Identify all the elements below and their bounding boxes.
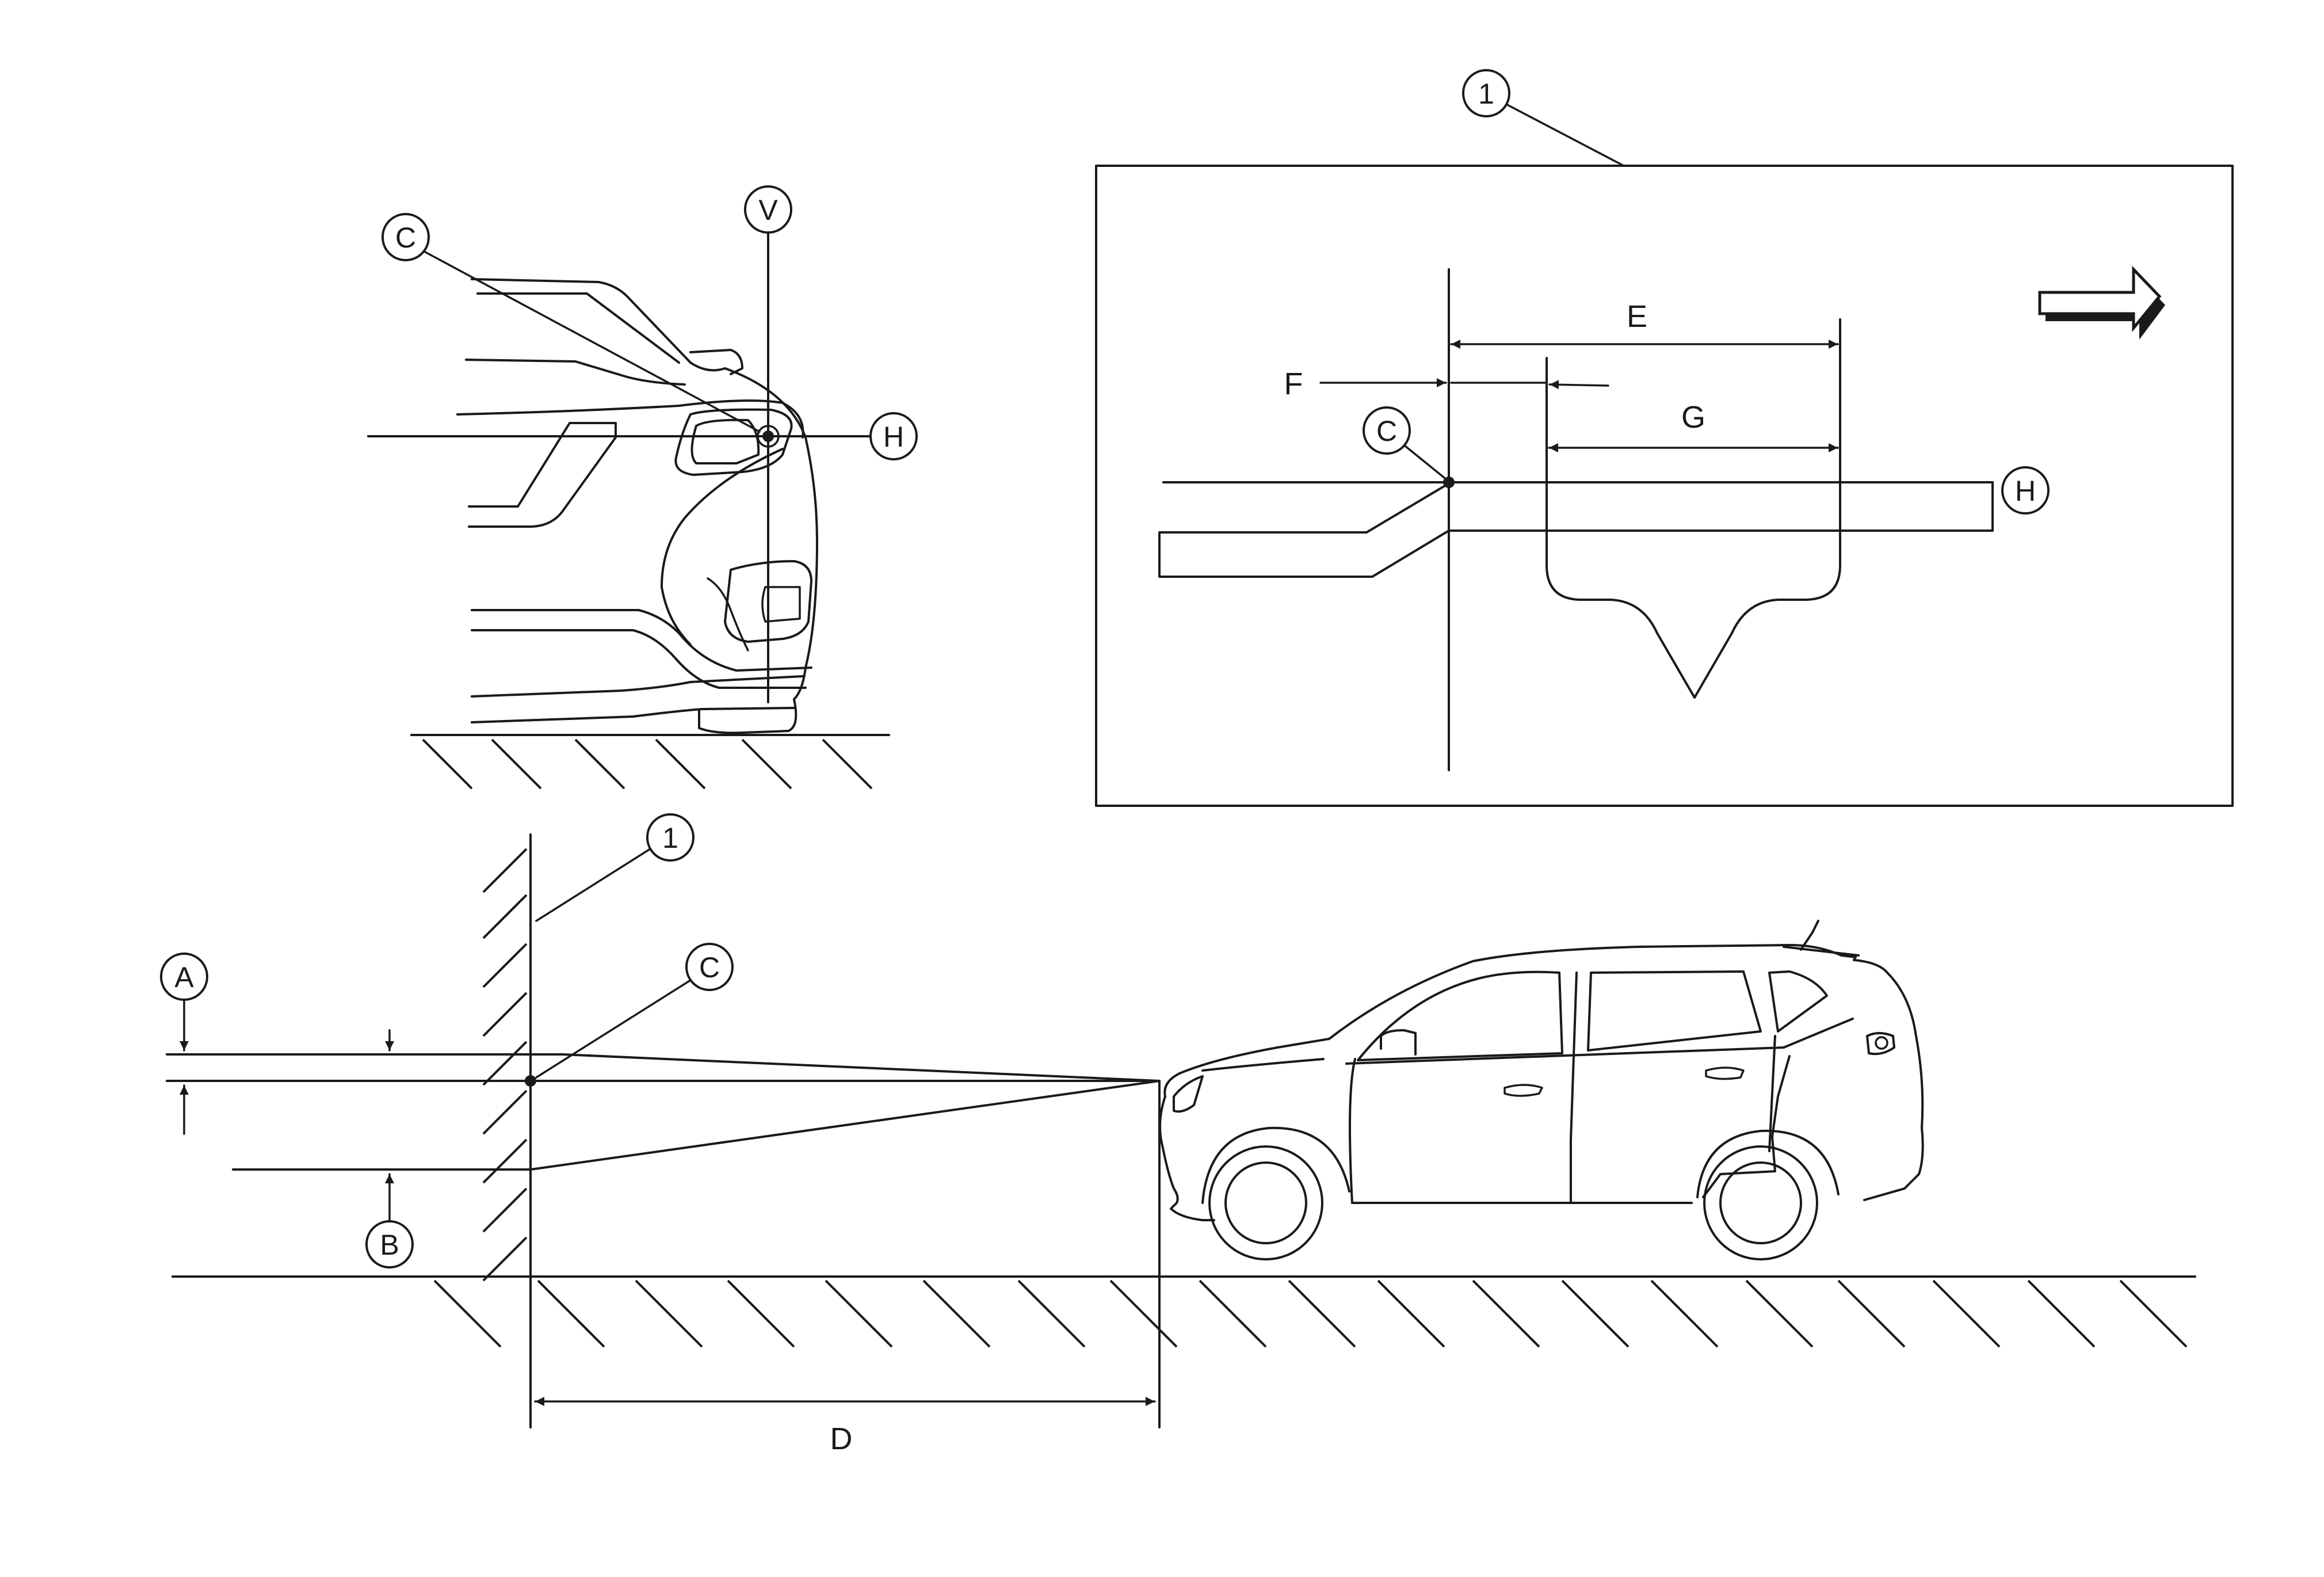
svg-text:1: 1 [662,822,678,854]
callout-a: A [160,953,208,1001]
callout-c-side: C [685,943,734,991]
svg-text:H: H [883,421,904,453]
svg-text:B: B [380,1229,399,1261]
callout-1-detail: 1 [1462,69,1510,117]
dimension-d-label: D [830,1422,853,1456]
svg-text:H: H [2015,475,2036,507]
dimension-e-label: E [1627,299,1647,334]
svg-text:C: C [395,222,416,254]
callout-c-front: C [381,213,430,261]
svg-text:C: C [1376,415,1397,447]
wall-hatch [482,848,528,1282]
callout-v: V [744,185,792,234]
svg-text:V: V [758,194,778,226]
ground-hatch-front [422,738,873,790]
vehicle-front-view: C V H [367,185,918,790]
dimension-f-label: F [1284,367,1303,401]
detail-frame [1095,165,2234,807]
callout-h-detail: H [2001,466,2050,515]
callout-1-side: 1 [646,813,694,862]
vehicle-side-view: 1 C A B D [160,813,2196,1456]
svg-text:C: C [699,951,720,984]
aiming-screen-detail: 1 E G F C H [1095,69,2234,807]
callout-b: B [365,1220,414,1269]
svg-text:1: 1 [1478,78,1494,110]
svg-text:A: A [174,961,194,993]
callout-c-detail: C [1363,406,1411,455]
callout-h-front: H [869,412,918,460]
ground-hatch-side [433,1279,2188,1348]
suv-side-profile [1159,920,1924,1260]
right-arrow-icon [2038,265,2165,340]
dimension-g-label: G [1681,400,1705,435]
